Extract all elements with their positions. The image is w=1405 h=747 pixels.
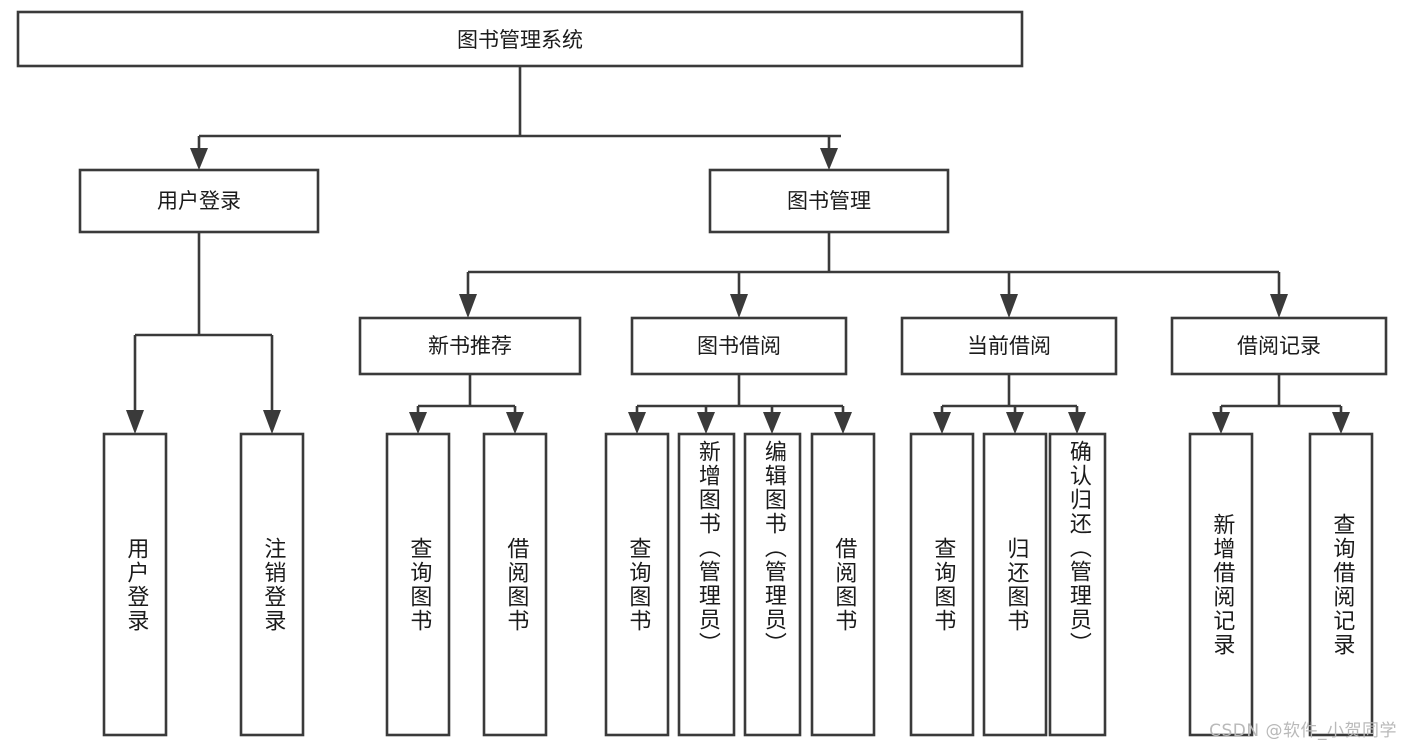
node-root[interactable]: 图书管理系统 (16, 10, 1024, 68)
arrow-head-leaf-user-login (126, 410, 144, 434)
arrow-head-leaf-borrow-book-1 (506, 412, 524, 434)
leaf-box-borrow-book-2[interactable] (810, 432, 876, 737)
node-new-book-recommend-box[interactable] (358, 316, 582, 376)
node-borrow-record-box[interactable] (1170, 316, 1388, 376)
leaf-box-logout[interactable] (239, 432, 305, 737)
node-user-login-box[interactable] (78, 168, 320, 234)
node-book-management-label: 图书管理 (787, 189, 871, 213)
arrow-head-leaf-add-record (1212, 412, 1230, 434)
connector-layer (126, 66, 1350, 434)
csdn-watermark: CSDN @软件_小贺同学 (1209, 721, 1397, 741)
node-book-management-box[interactable] (708, 168, 950, 234)
arrow-head-book-borrow (730, 294, 748, 318)
arrow-head-leaf-edit-book (763, 412, 781, 434)
arrow-head-borrow-record (1270, 294, 1288, 318)
leaf-box-layer (102, 432, 1374, 737)
leaf-box-edit-book[interactable] (743, 432, 802, 737)
arrow-head-leaf-borrow-book-2 (834, 412, 852, 434)
arrow-head-new-book-rec (459, 294, 477, 318)
leaf-box-query-book-3[interactable] (909, 432, 975, 737)
node-root-box[interactable] (16, 10, 1024, 68)
node-book-borrow[interactable]: 图书借阅 (630, 316, 848, 376)
leaf-box-query-book-2[interactable] (604, 432, 670, 737)
leaf-box-return-book[interactable] (982, 432, 1048, 737)
node-current-borrow[interactable]: 当前借阅 (900, 316, 1118, 376)
node-user-login[interactable]: 用户登录 (78, 168, 320, 234)
node-current-borrow-label: 当前借阅 (967, 334, 1051, 358)
node-new-book-recommend-label: 新书推荐 (428, 334, 512, 358)
leaf-box-query-book-1[interactable] (385, 432, 451, 737)
arrow-head-leaf-query-book-1 (409, 412, 427, 434)
leaf-box-borrow-book-1[interactable] (482, 432, 548, 737)
node-root-label: 图书管理系统 (457, 28, 583, 52)
arrow-head-current-borrow (1000, 294, 1018, 318)
node-current-borrow-box[interactable] (900, 316, 1118, 376)
arrow-head-leaf-return-book (1006, 412, 1024, 434)
leaf-box-add-record[interactable] (1188, 432, 1254, 737)
node-book-borrow-box[interactable] (630, 316, 848, 376)
node-new-book-recommend[interactable]: 新书推荐 (358, 316, 582, 376)
leaf-box-user-login[interactable] (102, 432, 168, 737)
arrow-head-book-mgmt (820, 148, 838, 170)
arrow-head-leaf-query-record (1332, 412, 1350, 434)
arrow-head-user-login (190, 148, 208, 170)
node-book-borrow-label: 图书借阅 (697, 334, 781, 358)
leaf-box-add-book[interactable] (677, 432, 736, 737)
leaf-box-confirm-return[interactable] (1048, 432, 1107, 737)
arrow-head-leaf-query-book-2 (628, 412, 646, 434)
node-user-login-label: 用户登录 (157, 189, 241, 213)
node-borrow-record-label: 借阅记录 (1237, 334, 1321, 358)
arrow-head-leaf-confirm-return (1068, 412, 1086, 434)
node-book-management[interactable]: 图书管理 (708, 168, 950, 234)
arrow-head-leaf-add-book (697, 412, 715, 434)
arrow-head-leaf-logout (263, 410, 281, 434)
arrow-head-leaf-query-book-3 (933, 412, 951, 434)
node-borrow-record[interactable]: 借阅记录 (1170, 316, 1388, 376)
leaf-box-query-record[interactable] (1308, 432, 1374, 737)
